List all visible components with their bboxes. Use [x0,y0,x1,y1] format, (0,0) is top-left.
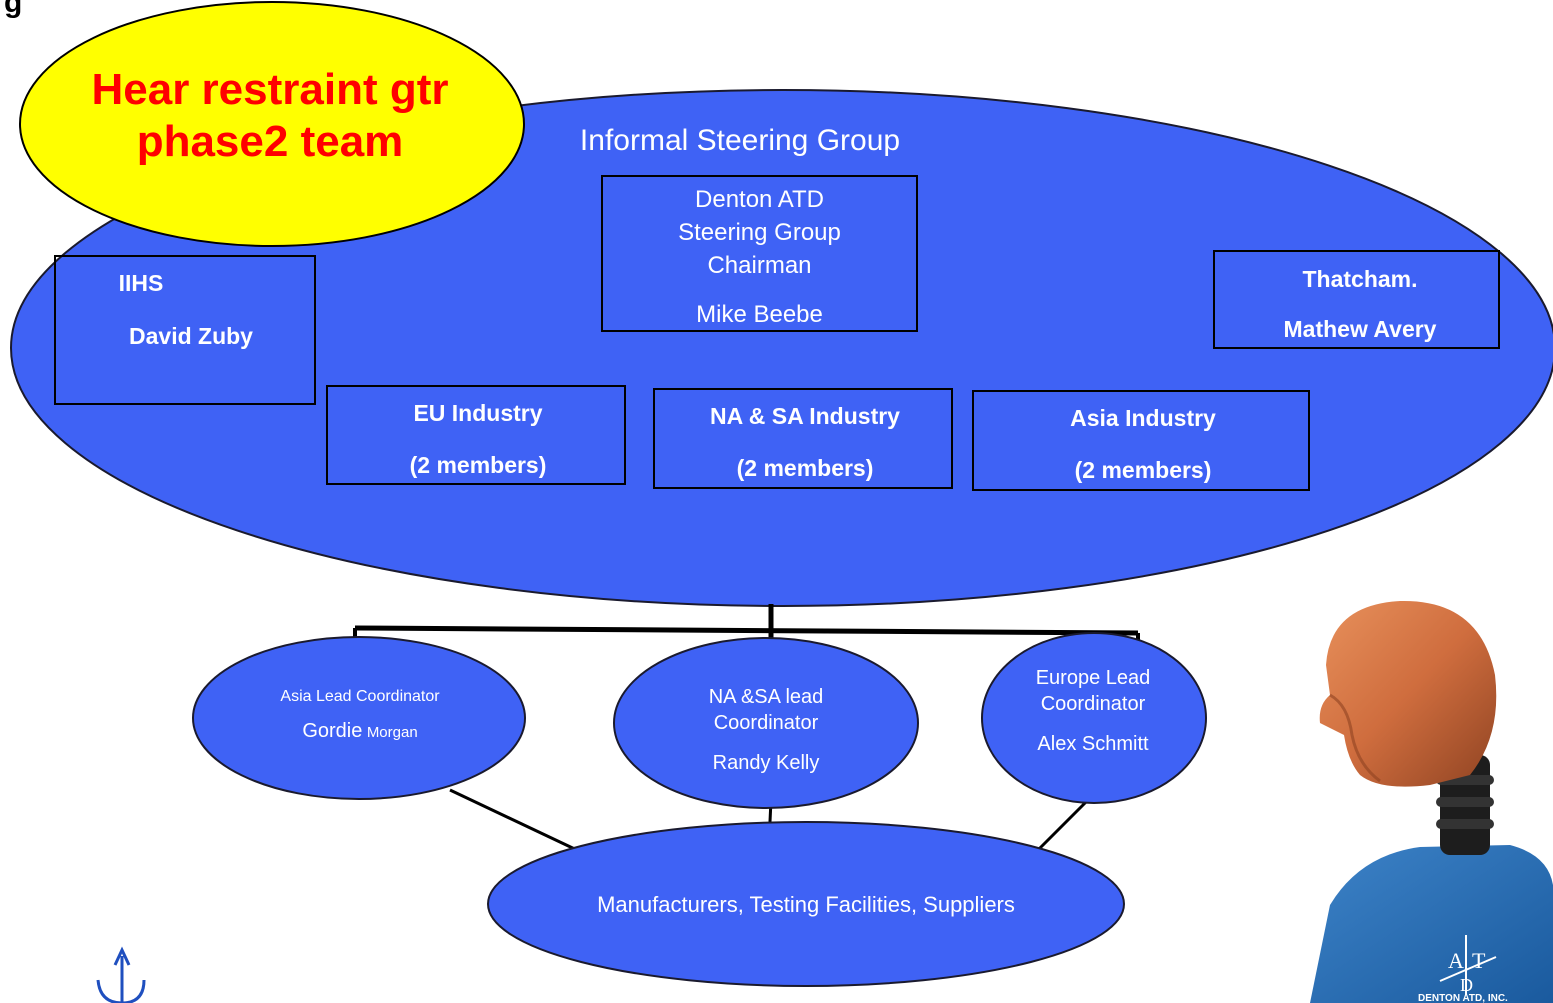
chair-line-1: Denton ATD [695,186,824,213]
chair-line-3: Chairman [707,252,812,279]
thatcham-box: Thatcham. Mathew Avery [1213,250,1500,349]
svg-text:A: A [1448,948,1464,973]
title-badge-ellipse [19,1,525,247]
badge-line-1: Hear restraint gtr [91,65,449,114]
eu-industry-box: EU Industry (2 members) [326,385,626,485]
asia-industry-members: (2 members) [1074,457,1212,483]
base-ellipse [487,821,1125,987]
denton-logo: A T D [1439,935,1497,995]
steering-group-title: Informal Steering Group [579,124,901,157]
branch-bar [354,625,1139,636]
asia-industry-name: Asia Industry [1070,405,1216,431]
asia-coordinator-ellipse [192,636,526,800]
nasa-coordinator-line-2: Coordinator [713,712,819,734]
team-badge: Hear restraint gtr phase2 team [20,64,520,168]
nasa-industry-name: NA & SA Industry [710,403,900,429]
nasa-coordinator: NA &SA lead Coordinator Randy Kelly [666,684,866,776]
nasa-coordinator-ellipse [613,637,919,809]
eu-industry-members: (2 members) [409,452,547,478]
eu-industry-name: EU Industry [413,400,543,426]
anchor-icon [96,946,146,1003]
europe-coordinator-name: Alex Schmitt [1037,733,1149,755]
europe-coordinator-line-2: Coordinator [1040,693,1146,715]
iihs-box: IIHS David Zuby [54,255,316,405]
europe-coordinator: Europe Lead Coordinator Alex Schmitt [1033,665,1153,757]
denton-company-label: DENTON ATD, INC. [1418,993,1508,1003]
europe-coordinator-line-1: Europe Lead [1035,667,1151,689]
nasa-industry-members: (2 members) [736,455,874,481]
iihs-name: David Zuby [129,323,253,349]
asia-coordinator-first: Gordie [302,720,363,742]
badge-line-2: phase2 team [136,117,404,166]
asia-coordinator-name: Gordie Morgan [230,720,490,743]
base-label: Manufacturers, Testing Facilities, Suppl… [597,892,1015,917]
crash-test-dummy-image: A T D DENTON ATD, INC. [1310,600,1553,1003]
thatcham-name: Mathew Avery [1283,316,1437,342]
nasa-coordinator-line-1: NA &SA lead [708,686,824,708]
chair-line-2: Steering Group [678,219,841,246]
asia-coordinator-last: Morgan [366,724,418,741]
header-fragment: g [4,0,23,19]
thatcham-org: Thatcham. [1302,266,1418,292]
nasa-coordinator-name: Randy Kelly [712,752,820,774]
iihs-org: IIHS [118,270,164,296]
nasa-industry-box: NA & SA Industry (2 members) [653,388,953,489]
asia-coordinator: Asia Lead Coordinator Gordie Morgan [230,686,490,743]
svg-text:T: T [1472,948,1486,973]
europe-coordinator-ellipse [981,632,1207,804]
chair-box: Denton ATD Steering Group Chairman Mike … [601,175,918,332]
asia-industry-box: Asia Industry (2 members) [972,390,1310,491]
asia-coordinator-role: Asia Lead Coordinator [280,688,440,705]
chair-name: Mike Beebe [696,301,823,328]
